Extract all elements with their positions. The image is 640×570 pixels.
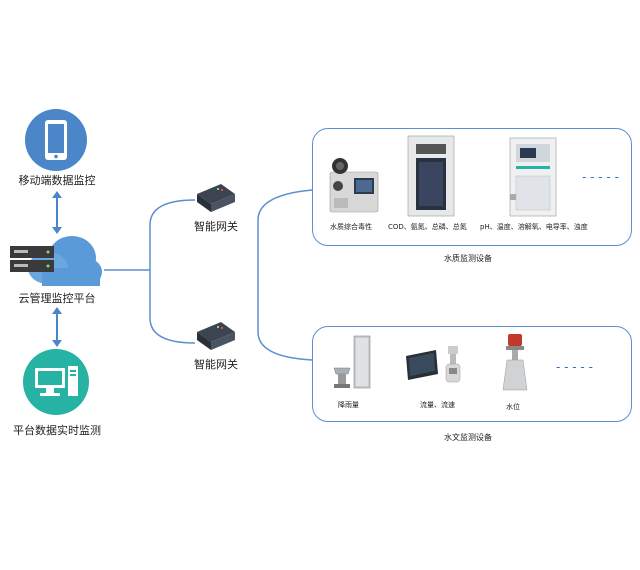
computer-icon — [22, 348, 90, 416]
cod-analyzer-image — [404, 134, 458, 218]
multiparameter-analyzer-image — [506, 136, 560, 218]
gateway-device-icon-1 — [195, 180, 237, 214]
hydrology-panel — [312, 326, 632, 422]
hydrology-title: 水文监测设备 — [444, 433, 492, 442]
gateway-label-2: 智能网关 — [194, 358, 238, 371]
arrow-head-down-2 — [52, 340, 62, 347]
rain-gauge-image — [330, 334, 378, 392]
panel-bracket — [257, 189, 313, 361]
device-label-multiparameter: pH、温度、溶解氧、电导率、浊度 — [480, 223, 588, 231]
water-quality-title: 水质监测设备 — [444, 254, 492, 263]
more-devices-indicator-1: - - - - - — [582, 170, 619, 184]
platform-label: 平台数据实时监测 — [13, 424, 101, 437]
gateway-device-icon-2 — [195, 318, 237, 352]
arrow-head-up — [52, 191, 62, 198]
water-level-radar-image — [498, 332, 532, 394]
gateway-bracket — [149, 199, 196, 344]
gateway-label-1: 智能网关 — [194, 220, 238, 233]
device-label-cod: COD、氨氮、总磷、总氮 — [388, 223, 467, 231]
device-label-rainfall: 降雨量 — [338, 401, 359, 409]
device-label-toxicity: 水质综合毒性 — [330, 223, 372, 231]
water-quality-panel — [312, 128, 632, 246]
flow-meter-image — [404, 344, 470, 390]
cloud-server-icon — [8, 232, 104, 290]
mobile-icon — [24, 108, 88, 172]
arrow-head-up-2 — [52, 307, 62, 314]
cloud-label: 云管理监控平台 — [18, 292, 96, 305]
arrow-head-down — [52, 227, 62, 234]
toxicity-analyzer-image — [326, 150, 382, 216]
mobile-label: 移动端数据监控 — [18, 174, 96, 187]
device-label-water-level: 水位 — [506, 403, 520, 411]
more-devices-indicator-2: - - - - - — [556, 360, 593, 374]
device-label-flow: 流量、流速 — [420, 401, 455, 409]
